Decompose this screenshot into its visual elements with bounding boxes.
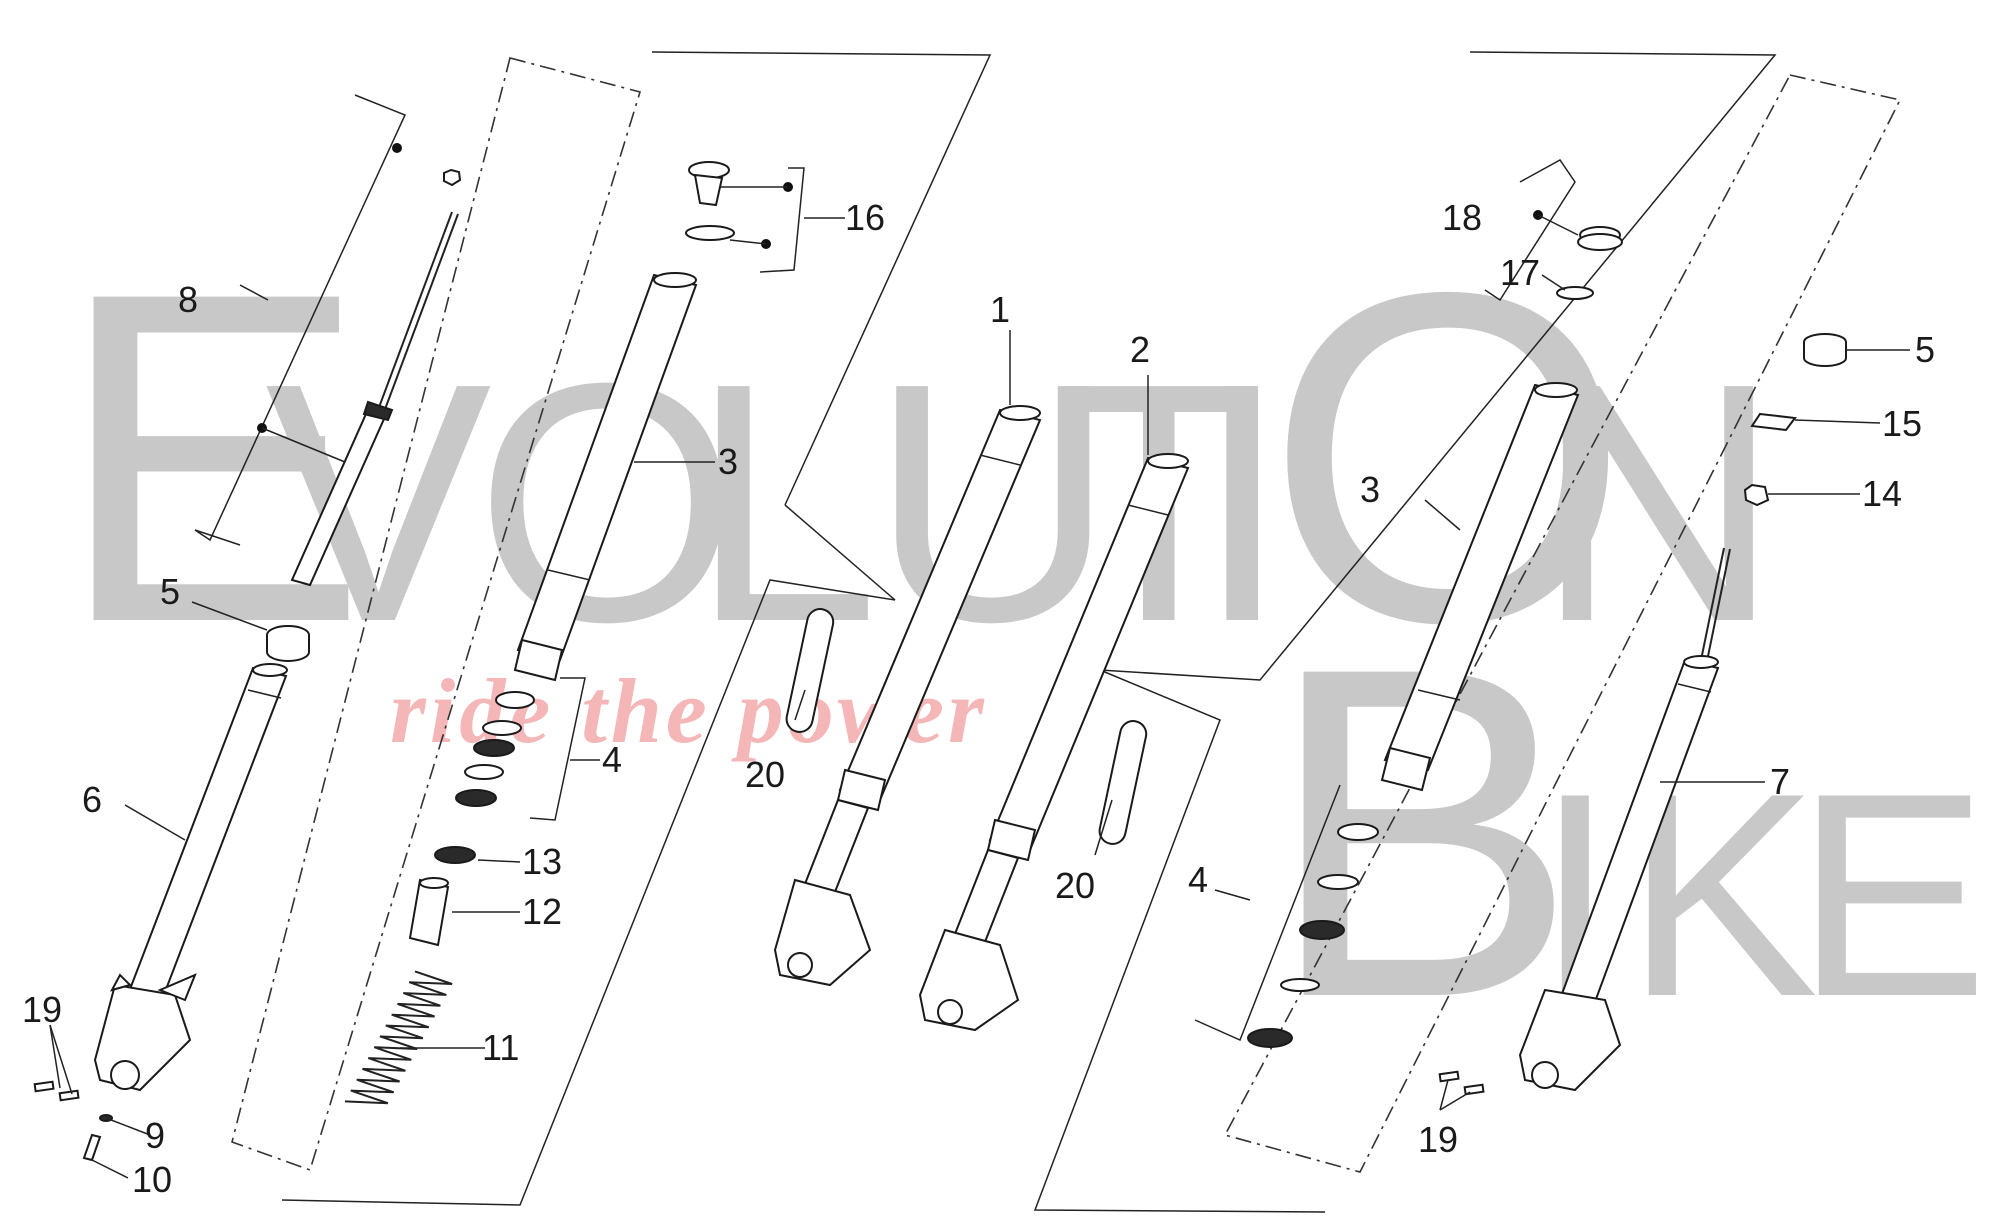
callout-8: 8 — [178, 279, 198, 320]
callout-labels: 1 2 3 3 4 4 5 5 6 7 8 9 10 11 12 13 14 1… — [22, 197, 1935, 1200]
part-6-fork-leg-left — [93, 663, 288, 1092]
callout-2: 2 — [1130, 329, 1150, 370]
part-3-inner-tube-left — [513, 272, 698, 682]
callout-9: 9 — [145, 1115, 165, 1156]
callout-5: 5 — [160, 571, 180, 612]
callout-5: 5 — [1915, 329, 1935, 370]
group-frames — [194, 51, 1902, 1213]
part-3-inner-tube-right — [1380, 382, 1580, 792]
callout-17: 17 — [1500, 252, 1540, 293]
part-13-seal — [434, 846, 476, 864]
callout-18: 18 — [1442, 197, 1482, 238]
part-10-bolt — [82, 1133, 102, 1162]
callout-4: 4 — [602, 739, 622, 780]
part-19-bolts-right — [1438, 1070, 1485, 1096]
part-16-top-cap — [685, 161, 793, 249]
part-5-ring-right — [1803, 333, 1847, 367]
part-20-guard-right — [1098, 720, 1148, 845]
callout-16: 16 — [845, 197, 885, 238]
part-20-guard-left — [785, 608, 835, 733]
part-4-seal-stack-right — [1247, 823, 1379, 1048]
watermark-letter: L — [690, 313, 879, 693]
callout-15: 15 — [1882, 403, 1922, 444]
part-15-washer — [1750, 412, 1797, 432]
watermark-letter: N — [1535, 313, 1781, 693]
callout-12: 12 — [522, 891, 562, 932]
callout-20: 20 — [1055, 865, 1095, 906]
callout-1: 1 — [990, 289, 1010, 330]
part-12-spacer — [408, 877, 450, 947]
callout-10: 10 — [132, 1159, 172, 1200]
callout-19: 19 — [22, 989, 62, 1030]
callout-4: 4 — [1188, 859, 1208, 900]
callout-6: 6 — [82, 779, 102, 820]
watermark-letter: I — [1195, 313, 1289, 693]
part-14-nut — [1743, 483, 1770, 507]
callout-19: 19 — [1418, 1119, 1458, 1160]
callout-11: 11 — [482, 1027, 519, 1068]
part-1-fork-assembly — [773, 405, 1042, 987]
part-11-spring — [344, 970, 453, 1105]
watermark-letter: E — [1795, 733, 1988, 1057]
leader-lines — [49, 159, 1910, 1179]
watermark: E V O L U T I O N B I K E ride the power — [55, 195, 1988, 1095]
callout-7: 7 — [1770, 761, 1790, 802]
part-19-bolts-left — [33, 1080, 80, 1102]
part-7-fork-leg-right — [1518, 547, 1731, 1092]
part-2-fork-assembly — [918, 453, 1190, 1032]
callout-13: 13 — [522, 841, 562, 882]
part-4-seal-stack-left — [455, 691, 535, 807]
part-8-damper-rod — [257, 143, 462, 587]
watermark-letter: B — [1265, 570, 1579, 1095]
callout-20: 20 — [745, 754, 785, 795]
callout-3: 3 — [1360, 469, 1380, 510]
callout-3: 3 — [718, 441, 738, 482]
part-17-o-ring — [1556, 286, 1594, 300]
part-5-ring-left-body — [266, 635, 310, 662]
callout-14: 14 — [1862, 473, 1902, 514]
watermark-letter: E — [55, 195, 369, 720]
